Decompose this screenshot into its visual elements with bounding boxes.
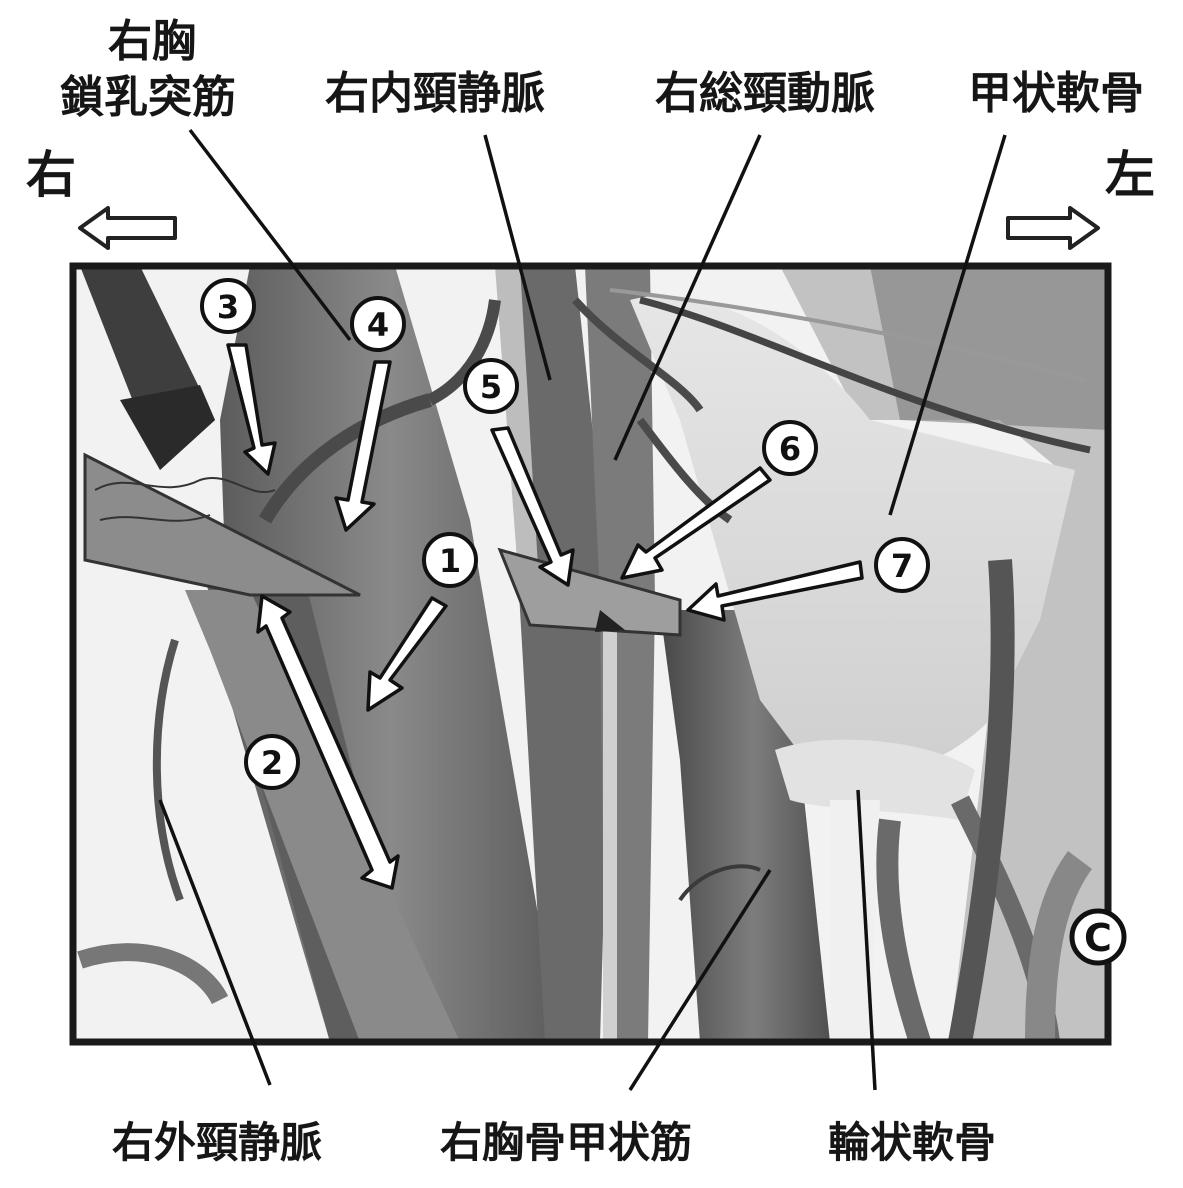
marker-3: 3 xyxy=(200,278,256,334)
svg-text:3: 3 xyxy=(217,288,239,326)
sternothyroid-label: 右胸骨甲状筋 xyxy=(440,1118,693,1167)
marker-2: 2 xyxy=(244,734,300,790)
thyroid-cartilage-label: 甲状軟骨 xyxy=(968,68,1144,119)
svg-text:1: 1 xyxy=(439,542,461,580)
copyright-mark: C xyxy=(1069,908,1127,966)
marker-7: 7 xyxy=(874,537,930,593)
arrow-7 xyxy=(686,560,864,622)
ejv-label: 右外頸静脈 xyxy=(112,1118,323,1167)
svg-text:5: 5 xyxy=(480,368,502,406)
thyroid-cartilage xyxy=(630,295,1075,780)
left-direction-arrow xyxy=(78,206,177,250)
direction-left-label: 左 xyxy=(1105,145,1155,204)
right-direction-arrow xyxy=(1006,206,1100,250)
copyright-letter: C xyxy=(1084,916,1112,960)
scm-label-line2: 鎖乳突筋 xyxy=(60,72,236,123)
arrow-1 xyxy=(366,596,448,712)
marker-4: 4 xyxy=(350,296,406,352)
svg-text:2: 2 xyxy=(261,744,283,782)
scm-label-line1: 右胸 xyxy=(108,16,196,67)
anatomy-illustration xyxy=(73,266,1108,1042)
common-carotid-artery xyxy=(585,266,655,1042)
ultrasound-probe-plane xyxy=(83,452,361,597)
direction-right-label: 右 xyxy=(26,145,76,204)
marker-1: 1 xyxy=(422,532,478,588)
arrow-6 xyxy=(620,466,772,580)
arrow-4 xyxy=(334,360,392,532)
arrow-5 xyxy=(490,426,575,587)
cricoid-cartilage xyxy=(775,739,975,820)
arrow-3 xyxy=(226,343,277,476)
ijv-label: 右内頸静脈 xyxy=(325,68,545,119)
leader-lines xyxy=(158,128,1007,1091)
svg-text:6: 6 xyxy=(779,430,801,468)
cca-label: 右総頸動脈 xyxy=(655,68,875,119)
arrow-2 xyxy=(256,594,400,890)
marker-6: 6 xyxy=(762,420,818,476)
external-jugular-vein xyxy=(185,590,460,1042)
numbered-arrows xyxy=(226,343,864,890)
sternothyroid-muscle xyxy=(660,610,830,1042)
svg-text:7: 7 xyxy=(891,547,913,585)
svg-text:4: 4 xyxy=(367,306,389,344)
cricoid-cartilage-label: 輪状軟骨 xyxy=(828,1118,997,1167)
illustration-frame xyxy=(69,262,1112,1046)
marker-5: 5 xyxy=(463,358,519,414)
